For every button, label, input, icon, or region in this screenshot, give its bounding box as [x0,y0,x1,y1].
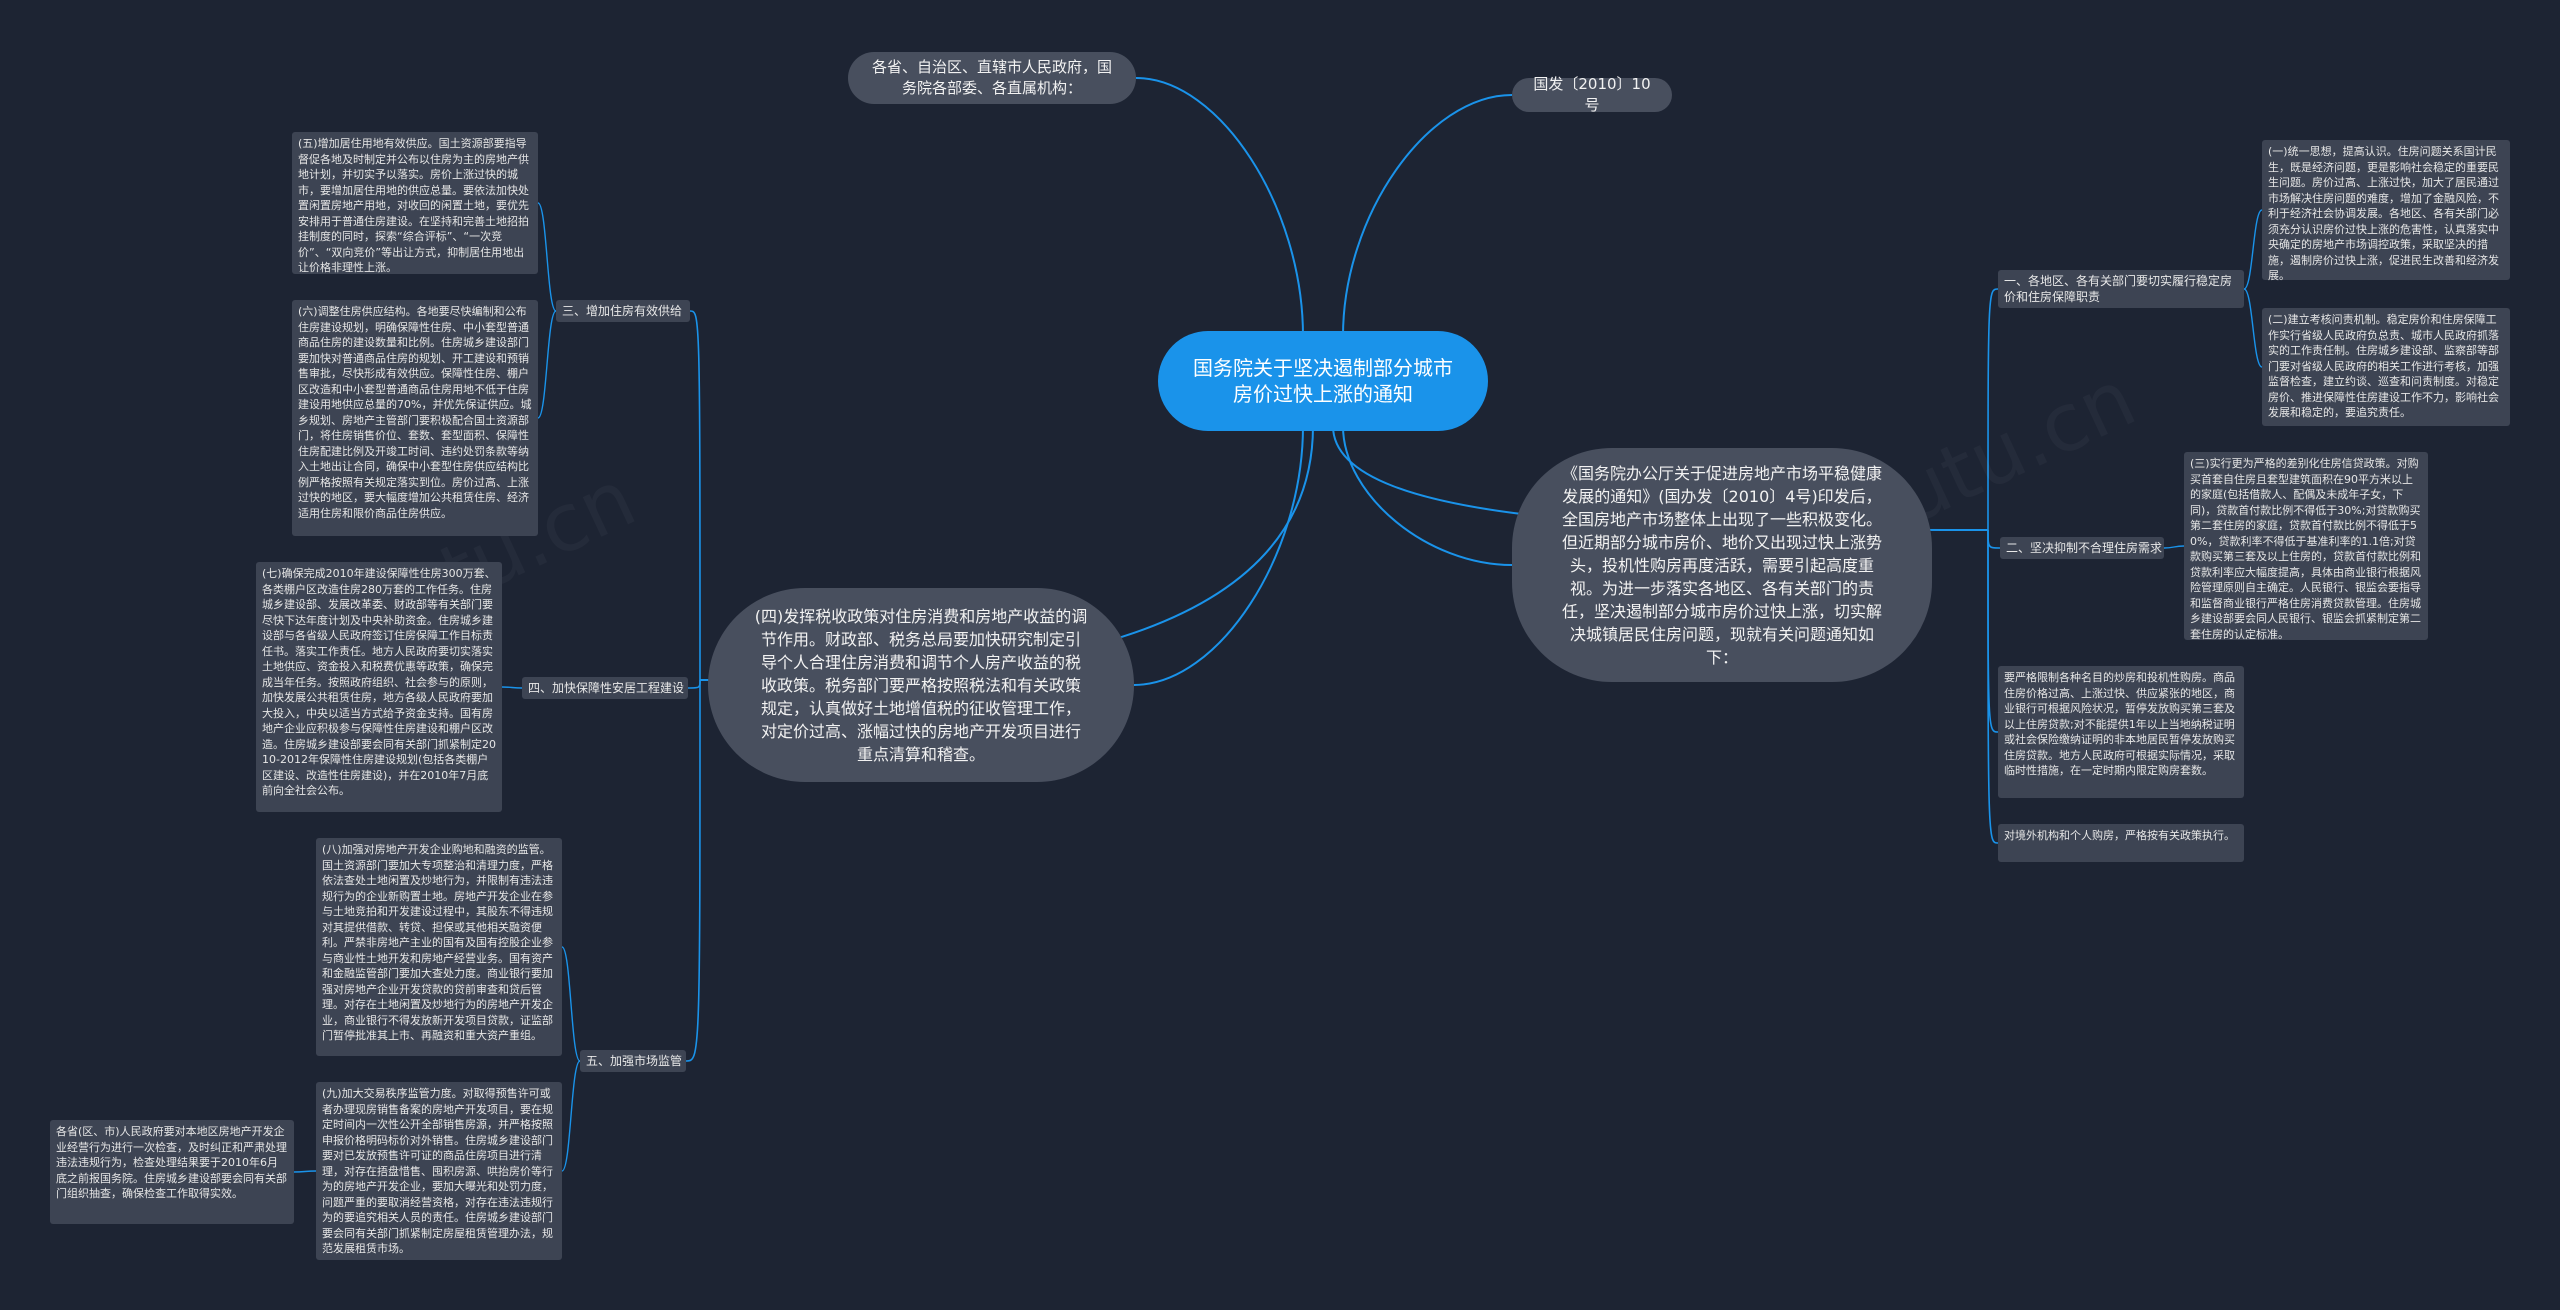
branch-1-label: 一、各地区、各有关部门要切实履行稳定房价和住房保障职责 [2004,274,2233,304]
addressee-node[interactable]: 各省、自治区、直辖市人民政府，国务院各部委、各直属机构： [848,52,1136,104]
leaf-3b-supply-structure[interactable]: (六)调整住房供应结构。各地要尽快编制和公布住房建设规划，明确保障性住房、中小套… [292,300,538,536]
document-number-text: 国发〔2010〕10号 [1533,75,1651,114]
link-right-b1 [1987,288,1999,531]
leaf-5a-text: (八)加强对房地产开发企业购地和融资的监管。国土资源部门要加大专项整治和清理力度… [322,843,553,1042]
branch-1-responsibility[interactable]: 一、各地区、各有关部门要切实履行稳定房价和住房保障职责 [1998,270,2244,308]
branch-2-label: 二、坚决抑制不合理住房需求 [2006,541,2163,555]
branch-3-supply[interactable]: 三、增加住房有效供给 [556,300,690,322]
leaf-2b-speculation-limit[interactable]: 要严格限制各种名目的炒房和投机性购房。商品住房价格过高、上涨过快、供应紧张的地区… [1998,666,2244,798]
leaf-5a-land-finance-supervision[interactable]: (八)加强对房地产开发企业购地和融资的监管。国土资源部门要加大专项整治和清理力度… [316,838,562,1056]
branch-3-label: 三、增加住房有效供给 [562,304,683,318]
leaf-5c-text: 各省(区、市)人民政府要对本地区房地产开发企业经营行为进行一次检查，及时纠正和严… [56,1125,287,1200]
intro-text: 《国务院办公厅关于促进房地产市场平稳健康发展的通知》(国办发〔2010〕4号)印… [1561,463,1882,667]
leaf-3b-text: (六)调整住房供应结构。各地要尽快编制和公布住房建设规划，明确保障性住房、中小套… [298,305,532,520]
leaf-3a-land-supply[interactable]: (五)增加居住用地有效供应。国土资源部要指导督促各地及时制定并公布以住房为主的房… [292,132,538,274]
branch-4-affordable-housing[interactable]: 四、加快保障性安居工程建设 [522,677,688,699]
leaf-1b-text: (二)建立考核问责机制。稳定房价和住房保障工作实行省级人民政府负总责、城市人民政… [2268,313,2499,419]
addressee-text: 各省、自治区、直辖市人民政府，国务院各部委、各直属机构： [871,58,1112,97]
link-left-b4 [687,679,701,689]
leaf-5b-transaction-order[interactable]: (九)加大交易秩序监管力度。对取得预售许可或者办理现房销售备案的房地产开发项目，… [316,1082,562,1260]
leaf-1a-unify-thinking[interactable]: (一)统一思想，提高认识。住房问题关系国计民生，既是经济问题，更是影响社会稳定的… [2262,140,2510,282]
link-b5-l5a [561,946,581,1062]
intro-node[interactable]: 《国务院办公厅关于促进房地产市场平稳健康发展的通知》(国办发〔2010〕4号)印… [1512,448,1932,682]
link-left-b3 [689,310,701,681]
branch-4-label: 四、加快保障性安居工程建设 [528,681,685,695]
link-right-b2 [1987,529,2001,549]
link-root-intro [1342,425,1513,566]
link-left-b5 [685,679,701,1062]
link-root-tax [1133,425,1304,686]
link-root-tl [1135,77,1304,337]
branch-5-market-supervision[interactable]: 五、加强市场监管 [580,1050,686,1072]
leaf-1a-text: (一)统一思想，提高认识。住房问题关系国计民生，既是经济问题，更是影响社会稳定的… [2268,145,2499,282]
branch-5-label: 五、加强市场监管 [586,1054,683,1068]
leaf-5c-provincial-inspection[interactable]: 各省(区、市)人民政府要对本地区房地产开发企业经营行为进行一次检查，及时纠正和严… [50,1120,294,1224]
leaf-2b-text: 要严格限制各种名目的炒房和投机性购房。商品住房价格过高、上涨过快、供应紧张的地区… [2004,671,2235,777]
link-b3-l3a [537,202,557,312]
link-b4-l4a [501,686,523,689]
document-number-node[interactable]: 国发〔2010〕10号 [1512,75,1672,114]
link-l5b-l5c [293,1170,317,1173]
link-b3-l3b [537,310,557,419]
tax-policy-node[interactable]: (四)发挥税收政策对住房消费和房地产收益的调节作用。财政部、税务总局要加快研究制… [708,588,1134,782]
tax-policy-text: (四)发挥税收政策对住房消费和房地产收益的调节作用。财政部、税务总局要加快研究制… [754,606,1088,764]
leaf-2c-text: 对境外机构和个人购房，严格按有关政策执行。 [2004,829,2235,842]
leaf-2a-text: (三)实行更为严格的差别化住房信贷政策。对购买首套自住房且套型建筑面积在90平方… [2190,457,2421,641]
leaf-4a-construction-target[interactable]: (七)确保完成2010年建设保障性住房300万套、各类棚户区改造住房280万套的… [256,562,502,812]
link-root-tr [1342,94,1513,337]
leaf-2a-credit-policy[interactable]: (三)实行更为严格的差别化住房信贷政策。对购买首套自住房且套型建筑面积在90平方… [2184,452,2428,641]
leaf-2c-foreign-buyers[interactable]: 对境外机构和个人购房，严格按有关政策执行。 [1998,824,2244,862]
link-b5-l5b [561,1060,581,1172]
link-right-l2b [1987,529,1999,733]
link-b1-l1a [2243,209,2263,290]
root-node[interactable]: 国务院关于坚决遏制部分城市房价过快上涨的通知 [1158,331,1488,431]
leaf-5b-text: (九)加大交易秩序监管力度。对取得预售许可或者办理现房销售备案的房地产开发项目，… [322,1087,553,1255]
branch-2-demand[interactable]: 二、坚决抑制不合理住房需求 [2000,537,2164,559]
leaf-4a-text: (七)确保完成2010年建设保障性住房300万套、各类棚户区改造住房280万套的… [262,567,496,797]
link-b1-l1b [2243,288,2263,368]
link-right-l2c [1987,529,1999,844]
link-b2-l2a [2163,545,2185,549]
root-title: 国务院关于坚决遏制部分城市房价过快上涨的通知 [1193,356,1453,406]
leaf-1b-accountability[interactable]: (二)建立考核问责机制。稳定房价和住房保障工作实行省级人民政府负总责、城市人民政… [2262,308,2510,426]
leaf-3a-text: (五)增加居住用地有效供应。国土资源部要指导督促各地及时制定并公布以住房为主的房… [298,137,529,274]
